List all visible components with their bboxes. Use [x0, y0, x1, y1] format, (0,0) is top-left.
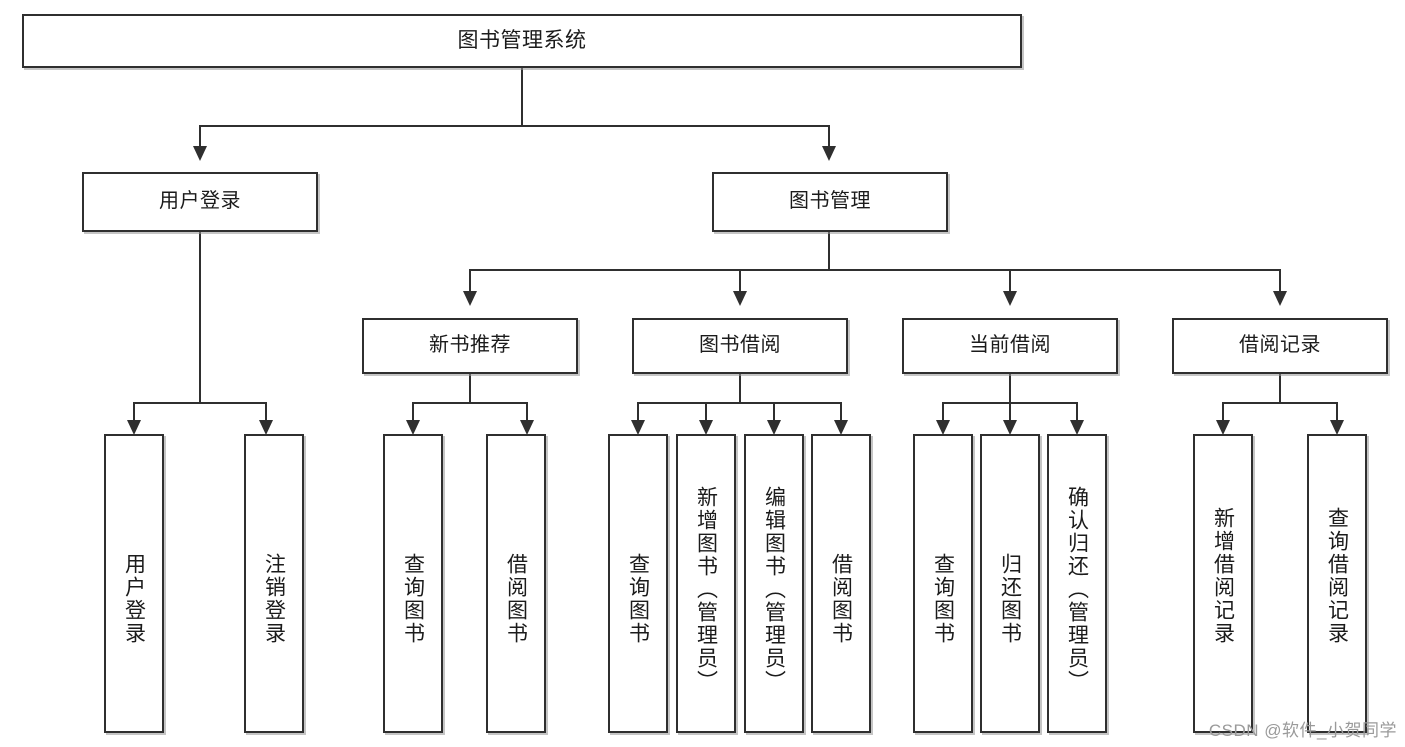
node-label: 新书推荐	[429, 334, 511, 357]
node-label: 查询借阅记录	[1325, 507, 1349, 646]
node-leaf-add-record[interactable]: 新增借阅记录	[1193, 434, 1253, 733]
connector-current-borrow-drop-2	[1009, 402, 1011, 422]
connector-level3-drop-4	[1279, 269, 1281, 293]
node-current-borrow[interactable]: 当前借阅	[902, 318, 1118, 374]
node-label: 编辑图书（管理员）	[762, 486, 786, 694]
node-leaf-query-record[interactable]: 查询借阅记录	[1307, 434, 1367, 733]
node-book-manage[interactable]: 图书管理	[712, 172, 948, 232]
node-label: 图书管理系统	[457, 28, 587, 52]
connector-new-book-rec-stem	[469, 374, 471, 403]
connector-current-borrow-stem	[1009, 374, 1011, 403]
connector-borrow-record-bus	[1222, 402, 1338, 404]
node-label: 新增图书（管理员）	[694, 486, 718, 694]
arrowhead-leaf-borrow-book-2	[834, 420, 848, 435]
connector-book-borrow-bus	[637, 402, 842, 404]
node-label: 用户登录	[122, 552, 146, 645]
node-label: 用户登录	[159, 190, 241, 213]
connector-root-drop-left	[199, 125, 201, 148]
connector-user-login-bus	[133, 402, 267, 404]
node-book-borrow[interactable]: 图书借阅	[632, 318, 848, 374]
connector-root-drop-right	[828, 125, 830, 148]
connector-new-book-rec-drop-1	[412, 402, 414, 422]
connector-current-borrow-drop-1	[942, 402, 944, 422]
connector-book-borrow-stem	[739, 374, 741, 403]
node-leaf-confirm-return[interactable]: 确认归还（管理员）	[1047, 434, 1107, 733]
node-leaf-user-login[interactable]: 用户登录	[104, 434, 164, 733]
connector-level3-drop-3	[1009, 269, 1011, 293]
connector-book-manage-stem	[828, 232, 830, 270]
node-label: 查询图书	[401, 552, 425, 645]
node-leaf-add-book[interactable]: 新增图书（管理员）	[676, 434, 736, 733]
arrowhead-borrow-record	[1273, 291, 1287, 306]
node-leaf-query-book-3[interactable]: 查询图书	[913, 434, 973, 733]
connector-book-borrow-drop-2	[705, 402, 707, 422]
node-label: 图书管理	[789, 190, 871, 213]
connector-book-borrow-drop-4	[840, 402, 842, 422]
connector-root-stem	[521, 68, 523, 126]
connector-borrow-record-stem	[1279, 374, 1281, 403]
node-label: 归还图书	[998, 552, 1022, 645]
node-label: 图书借阅	[699, 334, 781, 357]
arrowhead-leaf-add-record	[1216, 420, 1230, 435]
node-label: 查询图书	[626, 552, 650, 645]
arrowhead-leaf-edit-book	[767, 420, 781, 435]
node-label: 借阅图书	[504, 552, 528, 645]
arrowhead-leaf-borrow-book-1	[520, 420, 534, 435]
node-label: 新增借阅记录	[1211, 507, 1235, 646]
node-leaf-borrow-book-1[interactable]: 借阅图书	[486, 434, 546, 733]
node-label: 确认归还（管理员）	[1065, 486, 1089, 694]
arrowhead-leaf-logout	[259, 420, 273, 435]
arrowhead-leaf-user-login	[127, 420, 141, 435]
node-label: 当前借阅	[969, 334, 1051, 357]
arrowhead-leaf-query-record	[1330, 420, 1344, 435]
arrowhead-leaf-confirm-return	[1070, 420, 1084, 435]
node-label: 注销登录	[262, 552, 286, 645]
connector-current-borrow-drop-3	[1076, 402, 1078, 422]
node-leaf-query-book-2[interactable]: 查询图书	[608, 434, 668, 733]
node-leaf-borrow-book-2[interactable]: 借阅图书	[811, 434, 871, 733]
arrowhead-book-manage	[822, 146, 836, 161]
connector-level3-drop-1	[469, 269, 471, 293]
node-new-book-rec[interactable]: 新书推荐	[362, 318, 578, 374]
node-leaf-query-book-1[interactable]: 查询图书	[383, 434, 443, 733]
connector-borrow-record-drop-2	[1336, 402, 1338, 422]
arrowhead-leaf-add-book	[699, 420, 713, 435]
arrowhead-user-login	[193, 146, 207, 161]
connector-user-login-drop-2	[265, 402, 267, 422]
arrowhead-book-borrow	[733, 291, 747, 306]
node-label: 查询图书	[931, 552, 955, 645]
node-leaf-return-book[interactable]: 归还图书	[980, 434, 1040, 733]
connector-book-borrow-drop-3	[773, 402, 775, 422]
connector-borrow-record-drop-1	[1222, 402, 1224, 422]
connector-level3-drop-2	[739, 269, 741, 293]
node-leaf-edit-book[interactable]: 编辑图书（管理员）	[744, 434, 804, 733]
connector-root-bus	[199, 125, 829, 127]
connector-level3-bus	[469, 269, 1281, 271]
connector-book-borrow-drop-1	[637, 402, 639, 422]
node-user-login[interactable]: 用户登录	[82, 172, 318, 232]
arrowhead-new-book-rec	[463, 291, 477, 306]
arrowhead-leaf-query-book-2	[631, 420, 645, 435]
connector-new-book-rec-drop-2	[526, 402, 528, 422]
arrowhead-leaf-query-book-1	[406, 420, 420, 435]
arrowhead-leaf-return-book	[1003, 420, 1017, 435]
arrowhead-leaf-query-book-3	[936, 420, 950, 435]
node-borrow-record[interactable]: 借阅记录	[1172, 318, 1388, 374]
node-root-system[interactable]: 图书管理系统	[22, 14, 1022, 68]
connector-user-login-stem	[199, 232, 201, 403]
node-label: 借阅图书	[829, 552, 853, 645]
node-leaf-logout[interactable]: 注销登录	[244, 434, 304, 733]
arrowhead-current-borrow	[1003, 291, 1017, 306]
node-label: 借阅记录	[1239, 334, 1321, 357]
connector-new-book-rec-bus	[412, 402, 528, 404]
connector-user-login-drop-1	[133, 402, 135, 422]
